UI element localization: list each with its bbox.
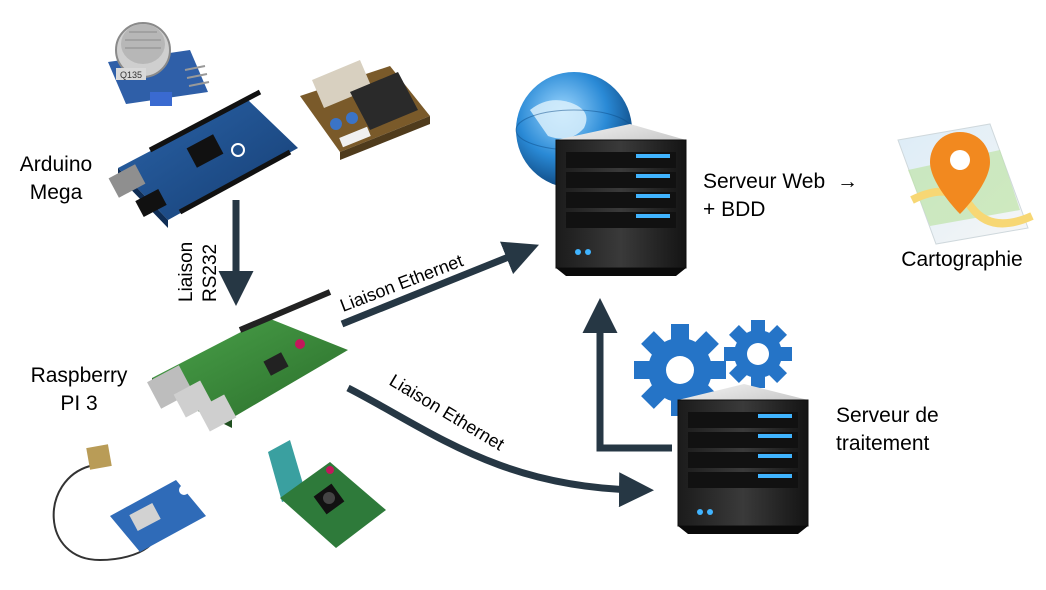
web-server-bays	[566, 152, 676, 255]
arrows	[218, 200, 672, 508]
arduino-label-line2: Mega	[29, 181, 83, 204]
camera-module-image	[268, 440, 386, 548]
raspberry-label-line2: PI 3	[60, 392, 98, 415]
processing-server-label-line1: Serveur de	[836, 404, 939, 427]
web-server-label-line2: + BDD	[703, 198, 766, 221]
map-icon	[897, 123, 1034, 245]
raspberry-label-line1: Raspberry	[30, 364, 128, 387]
gas-sensor-code: Q135	[120, 70, 142, 80]
small-gear-icon	[724, 320, 792, 388]
gas-sensor-image: Q135	[108, 22, 210, 106]
arduino-label-line1: Arduino	[19, 153, 93, 176]
arrow-raspberry-to-processing-server	[346, 384, 654, 508]
web-server-arrow-glyph: →	[837, 170, 859, 193]
arrow-raspberry-to-web-server	[340, 241, 539, 328]
arduino-mega-image	[108, 89, 298, 228]
raspberry-label: Raspberry PI 3	[14, 362, 144, 418]
rs232-link-label-line2: RS232	[200, 244, 221, 302]
raspberry-pi-image	[147, 289, 348, 432]
web-server-label-line1: Serveur Web	[703, 170, 826, 193]
rs232-link-label-line1: Liaison	[176, 242, 197, 302]
arrow-processing-to-web-server	[582, 298, 672, 452]
dust-sensor-image	[300, 60, 430, 160]
web-server-label: Serveur Web → + BDD	[703, 168, 893, 224]
gps-module-image	[52, 444, 206, 562]
processing-server-label-line2: traitement	[836, 432, 930, 455]
web-server-icon	[555, 124, 687, 276]
cartography-label: Cartographie	[901, 248, 1023, 271]
arduino-label: Arduino Mega	[4, 151, 108, 207]
processing-server-icon	[677, 384, 809, 534]
processing-server-bays	[688, 412, 798, 515]
processing-server-label: Serveur de traitement	[836, 402, 996, 458]
